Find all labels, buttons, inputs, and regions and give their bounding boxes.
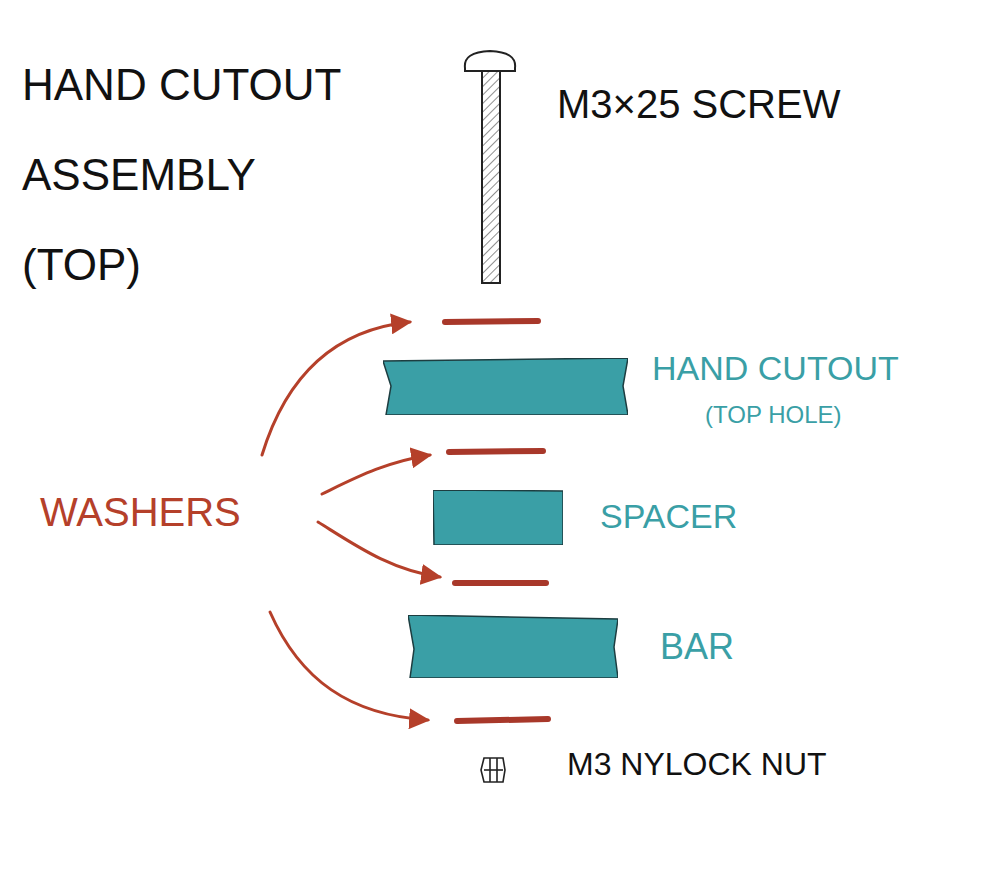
part-label: HAND CUTOUT [652,350,899,387]
callout-label: WASHERS [40,490,241,534]
part-name: M3×25 SCREW [557,82,840,126]
part-outline [408,615,618,678]
part-name: M3 NYLOCK NUT [567,747,827,782]
part-label: SPACER [600,498,737,535]
part-shape: BAR [408,615,618,678]
part-label: (TOP HOLE) [705,402,841,428]
part-shape: HAND CUTOUT(TOP HOLE) [383,358,628,415]
diagram-title: HAND CUTOUT ASSEMBLY (TOP) [22,40,382,310]
part-outline [433,490,563,545]
part-shape: SPACER [433,490,563,545]
screw [465,51,515,283]
part-outline [383,358,628,415]
nylock-nut [481,758,505,782]
part-label: BAR [660,627,734,667]
